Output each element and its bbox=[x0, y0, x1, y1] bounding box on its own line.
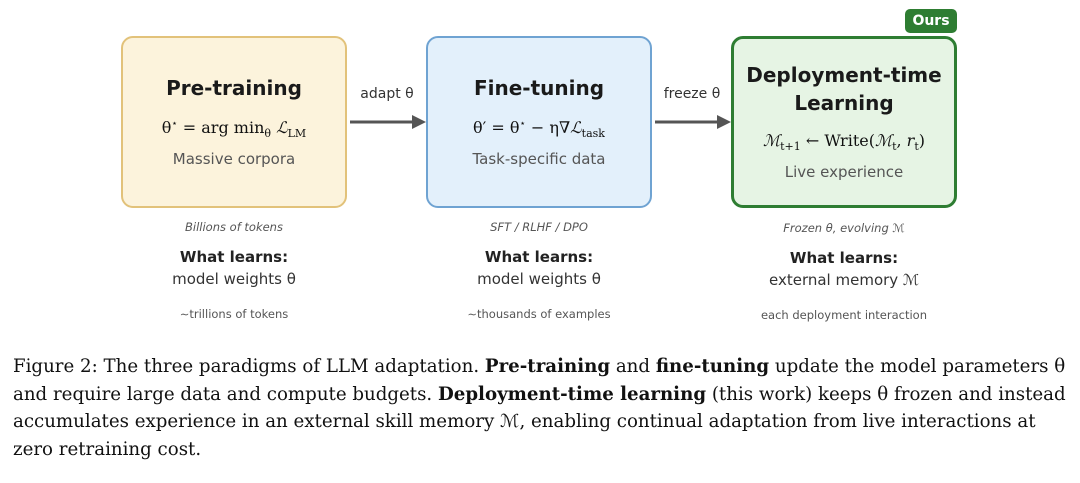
finetuning-subtitle: Task-specific data bbox=[472, 150, 606, 168]
caption-bold-deployment: Deployment-time learning bbox=[438, 383, 707, 405]
finetuning-learns-heading: What learns: bbox=[484, 248, 594, 266]
arrow-adapt bbox=[350, 115, 426, 129]
pretraining-note: Billions of tokens bbox=[185, 220, 283, 234]
deployment-subtitle: Live experience bbox=[784, 163, 904, 181]
finetuning-scale: ∼thousands of examples bbox=[467, 307, 611, 321]
pretraining-box: Pre-training θ⋆ = arg minθ ℒLM Massive c… bbox=[121, 36, 347, 208]
pretraining-formula: θ⋆ = arg minθ ℒLM bbox=[161, 118, 307, 141]
caption-prefix: Figure 2: The three paradigms of LLM ada… bbox=[13, 356, 485, 377]
finetuning-formula: θ′ = θ⋆ − η∇ℒtask bbox=[473, 118, 605, 141]
deployment-title-line1: Deployment-time bbox=[746, 63, 942, 87]
pretraining-learns-heading: What learns: bbox=[179, 248, 289, 266]
figure-caption: Figure 2: The three paradigms of LLM ada… bbox=[13, 353, 1071, 463]
arrow-adapt-label: adapt θ bbox=[360, 86, 414, 102]
caption-mid2: update the model parameters θ and requir… bbox=[13, 356, 1066, 405]
deployment-learns-value: external memory ℳ bbox=[769, 271, 919, 289]
caption-bold-pretraining: Pre-training bbox=[484, 356, 611, 377]
deployment-scale: each deployment interaction bbox=[760, 308, 928, 322]
finetuning-learns-value: model weights θ bbox=[477, 270, 601, 288]
finetuning-box: Fine-tuning θ′ = θ⋆ − η∇ℒtask Task-speci… bbox=[426, 36, 652, 208]
deployment-box: Deployment-time Learning ℳt+1 ← Write(ℳt… bbox=[731, 36, 957, 208]
deployment-formula: ℳt+1 ← Write(ℳt, rt) bbox=[763, 131, 925, 154]
caption-mid1: and bbox=[610, 356, 656, 377]
caption-bold-finetuning: fine-tuning bbox=[655, 356, 770, 377]
deployment-learns-heading: What learns: bbox=[789, 249, 899, 267]
ours-badge: Ours bbox=[905, 9, 957, 33]
finetuning-title: Fine-tuning bbox=[473, 76, 605, 100]
pretraining-title: Pre-training bbox=[166, 76, 302, 100]
pretraining-subtitle: Massive corpora bbox=[172, 150, 296, 168]
caption-suffix: (this work) keeps θ frozen and instead a… bbox=[13, 383, 1066, 460]
pretraining-learns-value: model weights θ bbox=[172, 270, 296, 288]
deployment-title-line2: Learning bbox=[794, 91, 894, 115]
arrow-freeze-label: freeze θ bbox=[663, 86, 721, 102]
pretraining-scale: ∼trillions of tokens bbox=[179, 307, 289, 321]
finetuning-note: SFT / RLHF / DPO bbox=[490, 220, 588, 234]
arrow-freeze bbox=[655, 115, 731, 129]
deployment-note: Frozen θ, evolving ℳ bbox=[783, 221, 905, 235]
